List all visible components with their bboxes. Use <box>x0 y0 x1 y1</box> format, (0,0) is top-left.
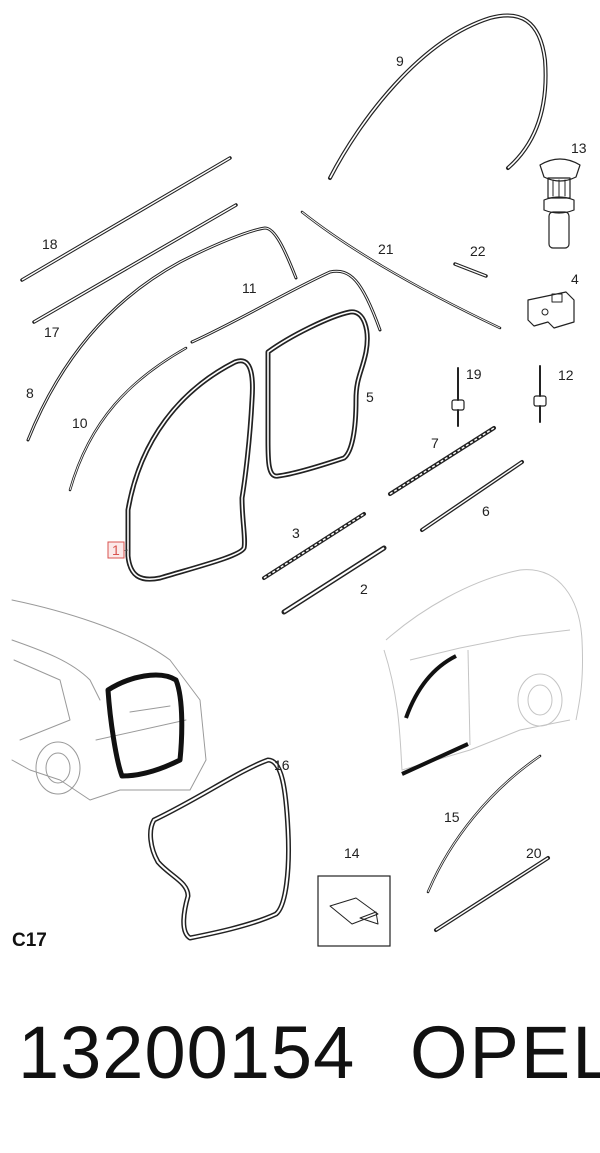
callout-14: 14 <box>344 845 360 861</box>
callout-1: 1 <box>112 542 120 558</box>
callout-16: 16 <box>274 757 290 773</box>
part-13-clip <box>539 158 581 249</box>
callout-2: 2 <box>360 581 368 597</box>
part-4-bracket <box>527 291 575 329</box>
brand-name: OPEL <box>410 1011 600 1094</box>
part-7-seal-strip <box>388 426 496 496</box>
part-8-molding <box>26 226 298 442</box>
part-16-tailgate-seal <box>148 757 291 941</box>
callout-9: 9 <box>396 53 404 69</box>
part-19-pin <box>451 367 465 427</box>
car-side-view <box>383 569 584 776</box>
part-9-roof-molding <box>328 13 548 180</box>
part-10-molding <box>68 346 188 492</box>
callout-15: 15 <box>444 809 460 825</box>
part-11-molding <box>190 269 382 344</box>
part-21-strip <box>300 210 502 330</box>
callouts: 1 2 3 4 5 6 7 8 9 10 11 12 13 14 15 16 1… <box>26 53 587 861</box>
callout-13: 13 <box>571 140 587 156</box>
part-20-strip <box>434 856 550 932</box>
callout-19: 19 <box>466 366 482 382</box>
part-22-piece <box>453 262 488 278</box>
callout-5: 5 <box>366 389 374 405</box>
callout-11: 11 <box>242 280 257 296</box>
callout-3: 3 <box>292 525 300 541</box>
callout-8: 8 <box>26 385 34 401</box>
callout-12: 12 <box>558 367 574 383</box>
car-rear-view <box>11 599 207 801</box>
section-code: C17 <box>12 930 47 951</box>
callout-18: 18 <box>42 236 58 252</box>
part-18-strip <box>20 156 232 282</box>
callout-10: 10 <box>72 415 88 431</box>
callout-1-highlight <box>107 541 125 559</box>
part-15-molding <box>426 754 542 894</box>
callout-4: 4 <box>571 271 579 287</box>
part-12-pin <box>533 365 547 423</box>
part-14-kit <box>317 875 391 947</box>
part-5-rear-door-seal <box>265 309 370 479</box>
callout-22: 22 <box>470 243 486 259</box>
callout-20: 20 <box>526 845 542 861</box>
part-1-front-door-seal <box>125 358 255 582</box>
part-17-strip <box>32 203 238 324</box>
diagram-canvas: 1 2 3 4 5 6 7 8 9 10 11 12 13 14 15 16 1… <box>11 13 587 951</box>
callout-6: 6 <box>482 503 490 519</box>
callout-21: 21 <box>378 241 394 257</box>
part-2-seal-strip <box>281 545 387 615</box>
part-3-seal-strip <box>262 512 366 580</box>
part-6-seal-strip <box>420 460 524 532</box>
part-number: 13200154 <box>18 1011 356 1094</box>
callout-7: 7 <box>431 435 439 451</box>
footer: 13200154 OPEL <box>0 1010 600 1120</box>
callout-17: 17 <box>44 324 60 340</box>
